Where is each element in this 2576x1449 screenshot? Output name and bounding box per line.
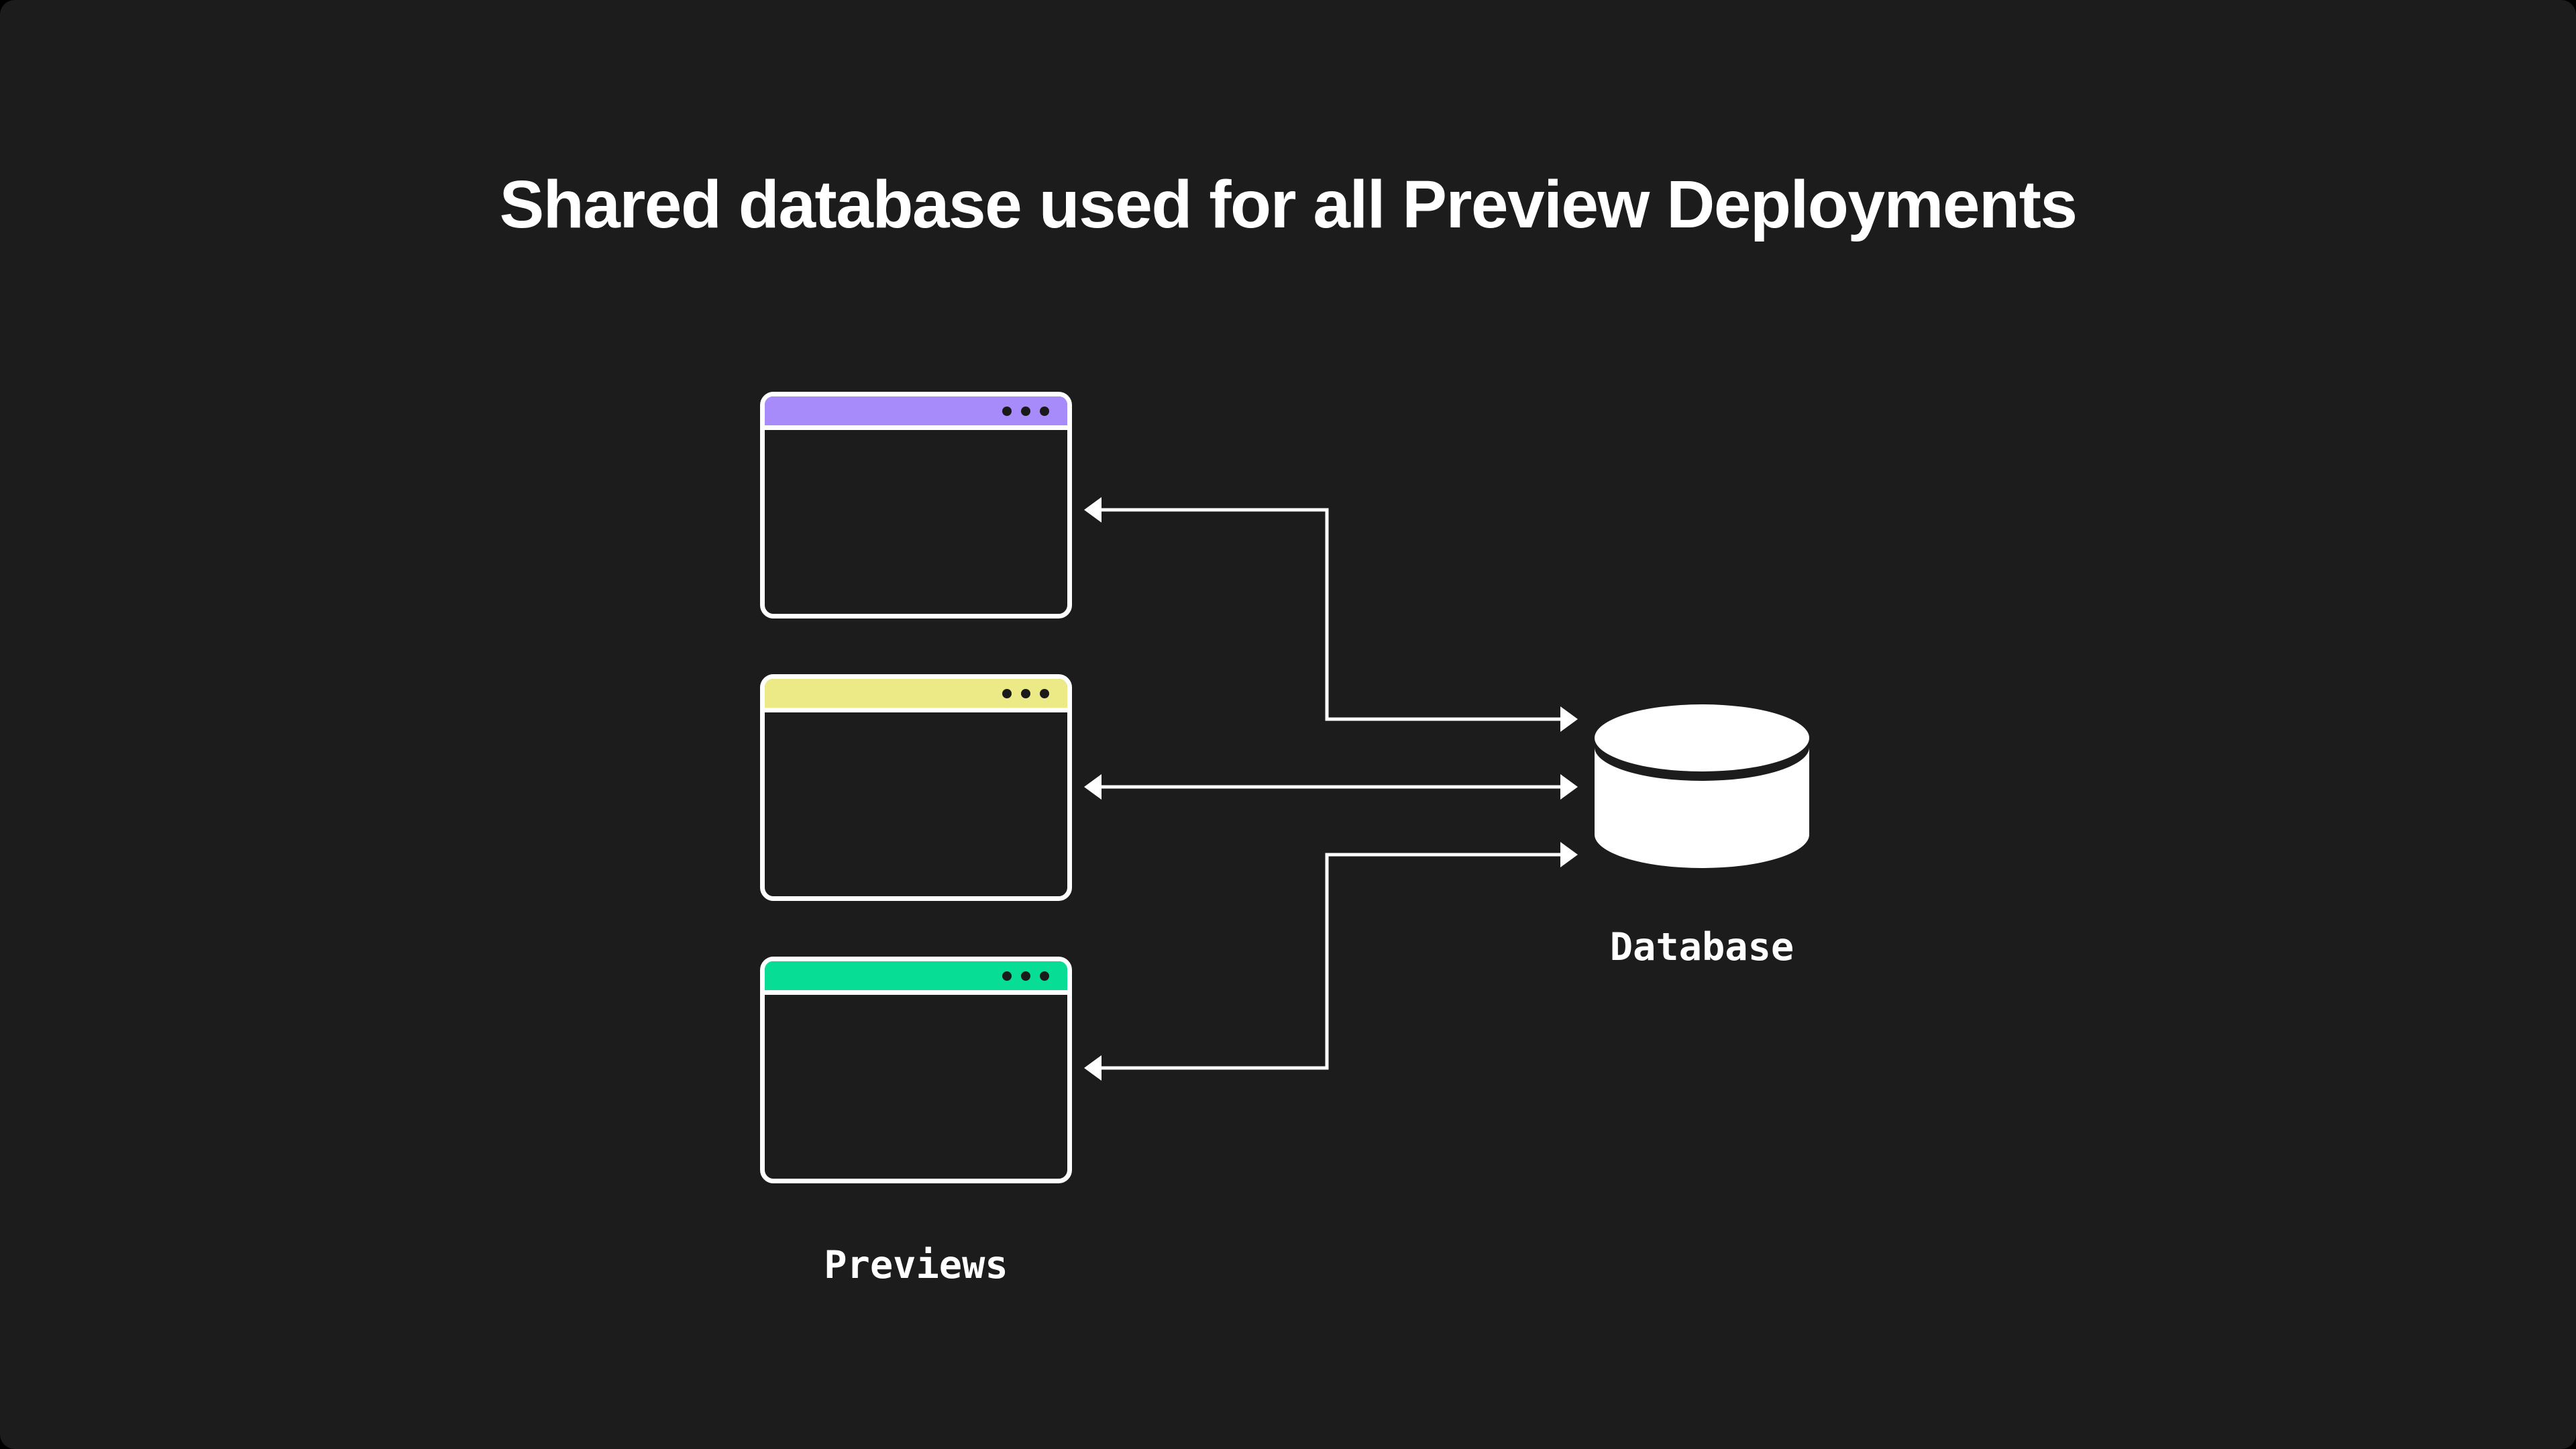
arrow-preview1-database-icon: [1084, 497, 1578, 732]
database-icon: [1595, 704, 1809, 868]
window-dot-icon: [1021, 406, 1030, 416]
page-title: Shared database used for all Preview Dep…: [499, 167, 2078, 242]
database-body: [1595, 747, 1809, 868]
window-dot-icon: [1002, 971, 1012, 981]
preview-window-2-titlebar: [765, 679, 1067, 712]
window-dot-icon: [1002, 688, 1012, 698]
arrow-preview2-database-icon: [1084, 774, 1578, 800]
window-dot-icon: [1040, 688, 1049, 698]
window-dot-icon: [1040, 971, 1049, 981]
preview-window-2-body: [765, 712, 1067, 892]
database-top: [1595, 704, 1809, 771]
previews-label: Previews: [824, 1243, 1008, 1287]
preview-window-3-body: [765, 995, 1067, 1174]
window-dot-icon: [1021, 688, 1030, 698]
window-dot-icon: [1002, 406, 1012, 416]
window-dot-icon: [1021, 971, 1030, 981]
preview-window-1-titlebar: [765, 396, 1067, 430]
database-label: Database: [1609, 925, 1794, 969]
window-dot-icon: [1040, 406, 1049, 416]
preview-window-1: [760, 392, 1072, 619]
preview-window-3-titlebar: [765, 961, 1067, 995]
preview-window-3: [760, 957, 1072, 1183]
arrow-preview3-database-icon: [1084, 842, 1578, 1081]
preview-window-1-body: [765, 430, 1067, 609]
preview-window-2: [760, 674, 1072, 901]
